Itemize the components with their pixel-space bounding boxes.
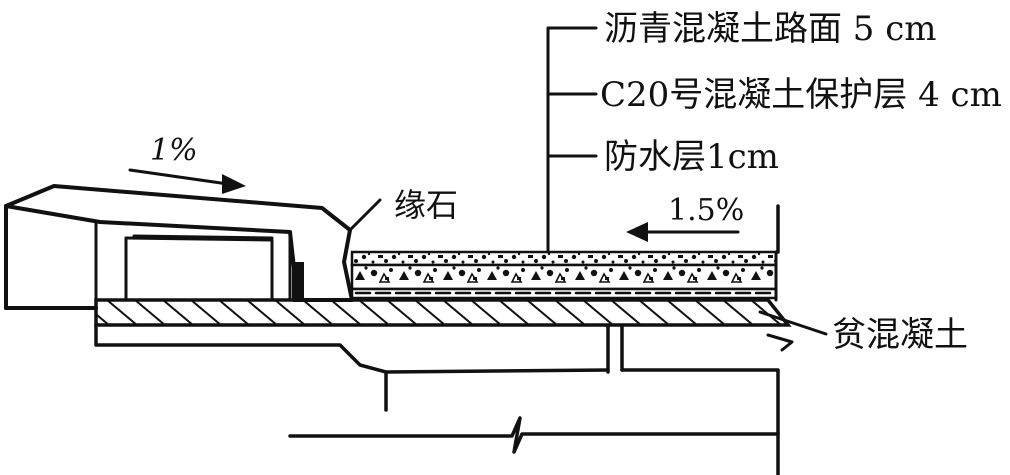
lean-concrete-layer bbox=[94, 298, 792, 327]
label-slope-right: 1.5% bbox=[668, 193, 744, 228]
label-curb: 缘石 bbox=[394, 186, 458, 224]
layer-leader-lines bbox=[348, 26, 828, 336]
girder-structure bbox=[94, 323, 794, 475]
curb-block bbox=[4, 184, 354, 310]
label-lean-concrete: 贫混凝土 bbox=[832, 315, 968, 355]
label-waterproof-layer: 防水层1cm bbox=[604, 137, 779, 177]
asphalt-layer bbox=[350, 250, 778, 267]
slope-arrow-left bbox=[128, 168, 246, 194]
slope-arrow-right bbox=[626, 222, 740, 242]
protective-concrete-layer bbox=[350, 263, 778, 291]
curb-anchor bbox=[294, 262, 304, 298]
pavement-layers bbox=[350, 250, 778, 302]
label-protective-layer: C20号混凝土保护层 4 cm bbox=[600, 75, 1002, 115]
label-asphalt: 沥青混凝土路面 5 cm bbox=[604, 9, 937, 49]
label-slope-left: 1% bbox=[150, 133, 198, 168]
